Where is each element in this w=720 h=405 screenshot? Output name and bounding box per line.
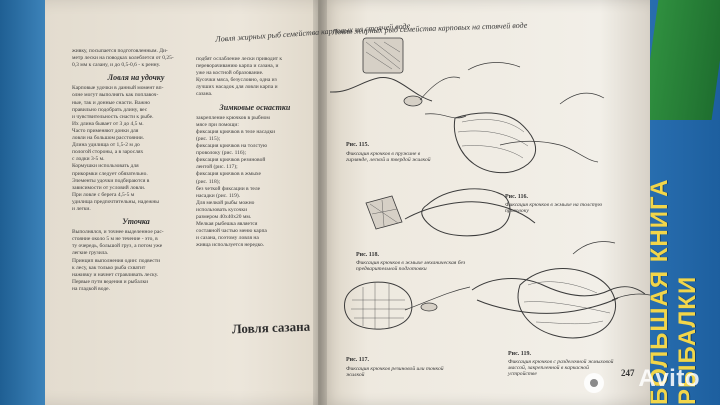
text-line: к лесу, как только рыба схватит (72, 264, 146, 271)
watermark: Avito (638, 365, 700, 392)
text-line: (рис. 115); (196, 135, 221, 142)
figure-116-caption: Фиксация крючков в жмыхе на толстую пров… (505, 202, 603, 214)
text-line: Кормушки использовать для (72, 163, 139, 170)
section-title: Уточка (122, 217, 150, 227)
text-line: удилища предпочтительны, надежны (72, 198, 159, 205)
text-line: с лодки 3-5 м. (72, 156, 105, 163)
text-line: олне могут выполнять как поплавоч- (72, 92, 159, 99)
book-gutter (313, 0, 327, 405)
text-line: лентой (рис. 117); (196, 164, 238, 171)
text-line: проволоку (рис. 116); (196, 150, 247, 157)
text-line: (рис. 118); (196, 178, 221, 185)
text-line: ловли на большом расстоянии. (72, 135, 145, 142)
text-line: Их длина бывает от 3 до 4,5 м. (72, 120, 144, 127)
text-line: размером 40x40x20 мм. (196, 213, 252, 220)
text-line: наживку и начнет стравливать леску. (72, 271, 159, 278)
text-line: прикормки следует обязательно. (72, 170, 148, 177)
left-page (45, 0, 345, 405)
section-title: Ловля на удочку (107, 73, 165, 83)
text-line: фиксация крючков на толстую (196, 143, 268, 150)
text-line: переворачиванию карпа и сазана, и (196, 63, 279, 70)
text-line: живца используется нередко. (196, 242, 265, 249)
figure-117-label: Рис. 117. (346, 357, 369, 363)
figure-119-label: Рис. 119. (508, 351, 531, 357)
large-section-title: Ловля сазана (231, 318, 311, 337)
figure-118-label: Рис. 118. (356, 252, 379, 258)
text-line: пологой стороны, а в зарослях (72, 149, 144, 156)
text-line: Выполнялся, и точнее выделенное рас- (72, 229, 164, 236)
text-line: Мелкая рыбешка является (196, 221, 258, 228)
text-line: правильно подобрать длину, вес (72, 106, 148, 113)
text-line: Часто применяют донки для (72, 127, 139, 134)
text-line: и легки. (72, 205, 91, 212)
figure-115-caption: Фиксация крючков в пружине в гирлянде, л… (346, 151, 431, 163)
text-line: на гладкой воде. (72, 285, 110, 292)
text-line: и сазана, поэтому ловля на (196, 235, 259, 242)
text-line: Элементы удочки подбираются в (72, 177, 150, 184)
text-line: Карповые удочки в данный момент вп- (72, 85, 164, 92)
text-line: Первые пути ведения и рыбалки (72, 278, 149, 285)
text-line: и чувствительность снасти к рыбе. (72, 113, 154, 120)
text-line: фиксация крючков в жмыхе (196, 171, 261, 178)
text-line: уже на костной образование. (196, 70, 264, 77)
avito-logo-icon (584, 373, 604, 393)
text-line: ные, так и донные снасти. Важно (72, 99, 151, 106)
middle-text-column: подбят ослабление лески приводит к перев… (196, 56, 314, 364)
text-line: лучших насадок для ловли карпа и (196, 84, 278, 91)
text-line: Длина удилища от 1,5-2 м до (72, 142, 140, 149)
text-line: сазана. (196, 91, 213, 98)
text-line: использовать кусочки (196, 206, 248, 213)
text-line: насадки (рис. 119). (196, 192, 241, 199)
text-line: без четкой фиксации в теле (196, 185, 261, 192)
text-line: мясе при помощи: (196, 121, 239, 128)
text-line: ту очередь, большой груз, а потом уже (72, 243, 163, 250)
text-line: зависимости от условий ловли. (72, 184, 146, 191)
left-text-column: живку, посыпается подготовленным. Ди- ме… (72, 48, 200, 393)
text-line: стояние около 5 м не течение - это, в (72, 236, 158, 243)
page-number: 247 (621, 368, 635, 378)
text-line: Кусочки мяса, безусловно, одна из (196, 77, 277, 84)
figure-117-caption: Фиксация крючков резиновой или тонкой жи… (346, 366, 444, 378)
text-line: метр лески на поводках колеблется от 0,2… (72, 55, 174, 62)
figure-115-label: Рис. 115. (346, 142, 369, 148)
text-line: Принцип выполнения один: подвести (72, 257, 161, 264)
text-line: фиксация крючков резиновой (196, 157, 266, 164)
text-line: 0,3 мм к сазану, и до 0,5-0,6 - к ренну. (72, 62, 161, 69)
figure-118-caption: Фиксация крючков в жмыхе механическая бе… (356, 260, 466, 272)
text-line: закрепление крючков в рыбном (196, 114, 270, 121)
text-line: При ловле с берега 4,5-5 м (72, 191, 135, 198)
text-line: подбят ослабление лески приводит к (196, 56, 283, 62)
text-line: легкие грузила. (72, 250, 109, 257)
figure-119-caption: Фиксация крючков с разделочной жмыховой … (508, 359, 614, 377)
text-line: живку, посыпается подготовленным. Ди- (72, 48, 168, 54)
section-title: Зимковые оснастки (219, 102, 291, 112)
text-line: составной частью меню карпа (196, 228, 267, 235)
text-line: фиксация крючков в теле насадки (196, 128, 276, 135)
figure-116-label: Рис. 116. (505, 194, 528, 200)
text-line: Для мелкой рыбы можно (196, 199, 255, 206)
